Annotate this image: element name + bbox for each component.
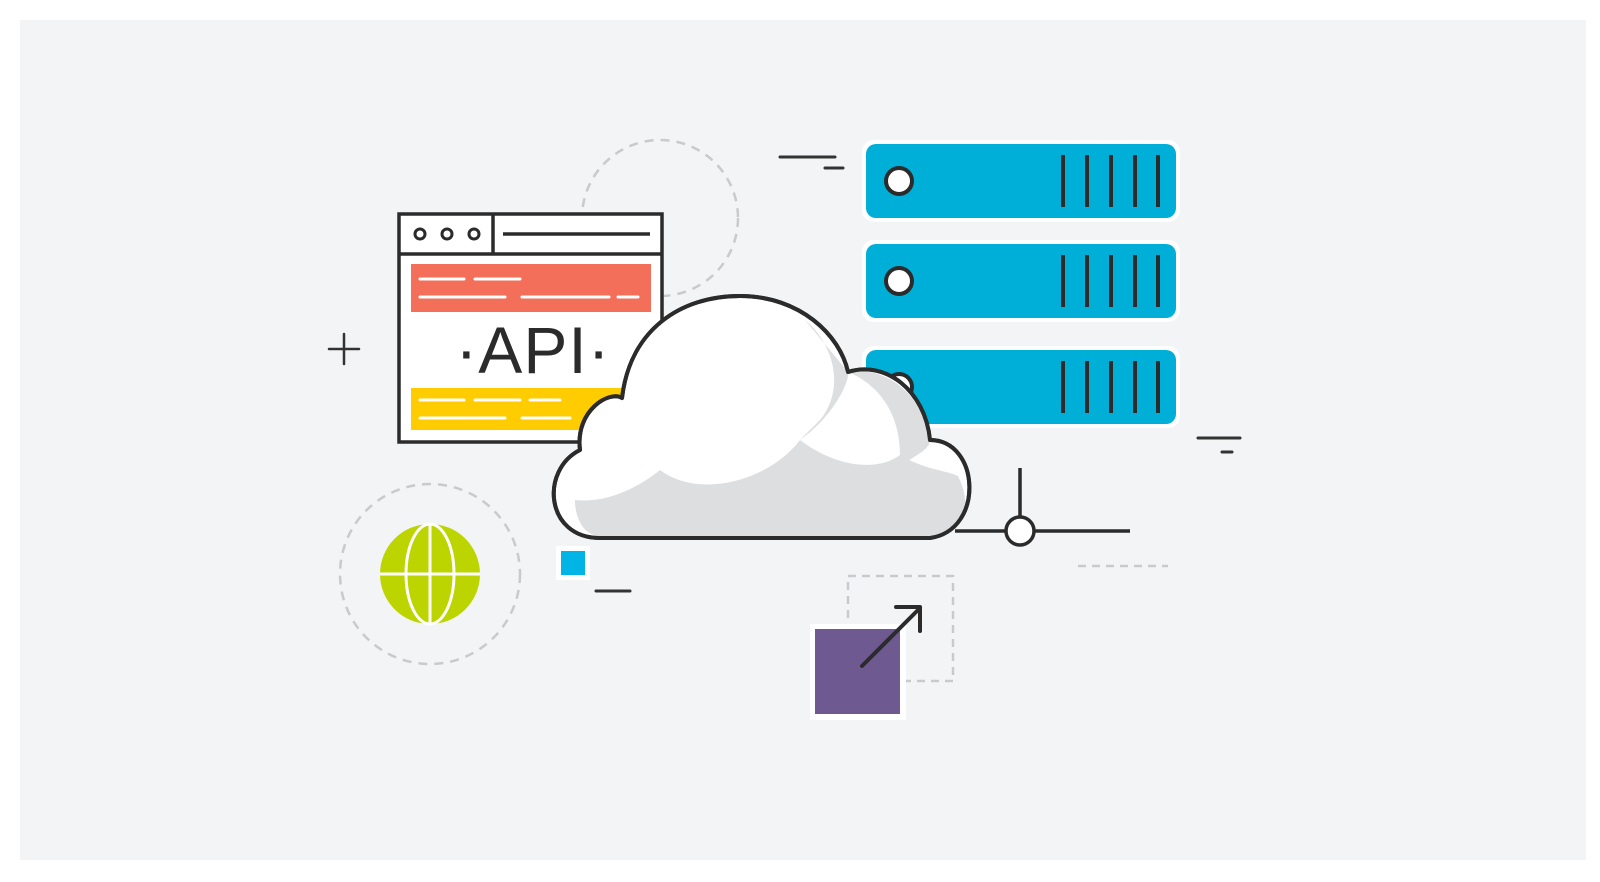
plus-icon xyxy=(327,332,361,366)
browser-window-icon xyxy=(397,212,664,444)
decorative-dashes xyxy=(594,155,1242,593)
accent-square xyxy=(561,551,585,575)
server-rack-icon xyxy=(862,140,1180,428)
dashed-orbit-circle xyxy=(338,482,522,666)
external-link-icon xyxy=(810,574,955,720)
api-label: ·API· xyxy=(455,313,611,387)
api-header-bar xyxy=(411,264,651,312)
server-unit xyxy=(862,240,1180,322)
globe-icon xyxy=(380,522,480,626)
server-unit xyxy=(862,140,1180,222)
cloud-icon xyxy=(551,294,972,540)
network-connector xyxy=(955,468,1130,547)
